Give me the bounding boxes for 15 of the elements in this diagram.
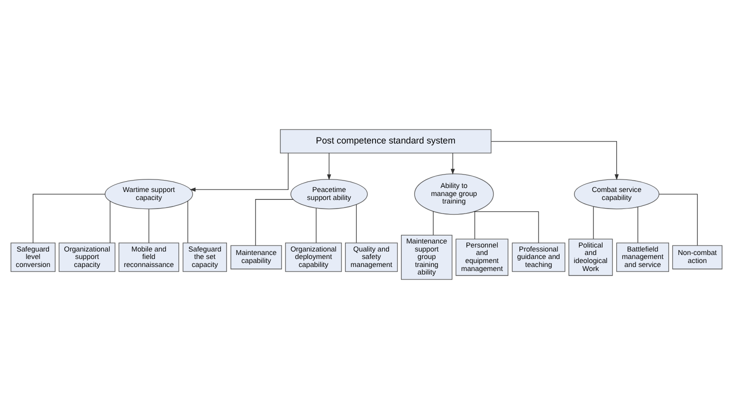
- connector: [356, 204, 357, 243]
- connector: [148, 208, 150, 243]
- connector: [432, 210, 434, 235]
- connector: [32, 193, 106, 243]
- connector: [255, 198, 294, 246]
- arrow: [490, 140, 619, 180]
- connector: [658, 193, 698, 246]
- connector: [593, 206, 594, 239]
- connector: [474, 210, 476, 239]
- connector: [187, 200, 188, 243]
- arrow: [450, 152, 455, 174]
- connector: [473, 210, 539, 243]
- node-box: Post competence standard system: [280, 128, 492, 153]
- arrow: [190, 152, 289, 192]
- arrow: [327, 152, 332, 180]
